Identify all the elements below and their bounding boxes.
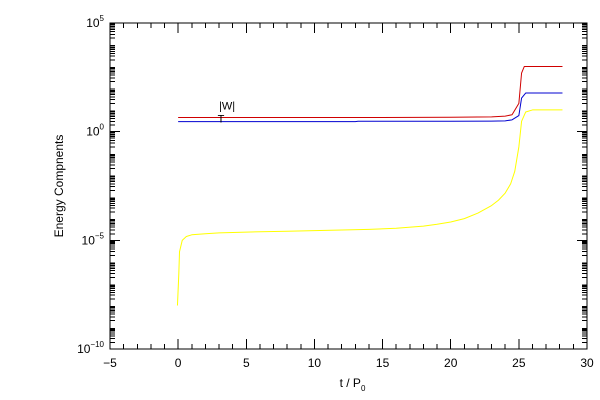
x-tick-label: 25 [512, 356, 526, 370]
series-line [176, 109, 563, 306]
series-line [178, 92, 563, 123]
tick-layer [109, 22, 588, 350]
x-tick-label: 15 [376, 356, 390, 370]
y-tick-label: 10−10 [77, 340, 104, 356]
y-tick-label: 10−5 [82, 231, 105, 247]
y-tick-label: 105 [86, 14, 104, 30]
x-tick-label: −5 [103, 356, 117, 370]
annotation-label: T [218, 114, 225, 126]
series-layer [176, 65, 563, 306]
annotation-label: |W| [219, 100, 235, 112]
x-tick-label: 30 [580, 356, 594, 370]
x-tick-label: 20 [444, 356, 458, 370]
x-tick-label: 0 [175, 356, 182, 370]
annotation-layer: |W| T [218, 100, 235, 125]
x-axis-label: t / P0 [340, 376, 366, 393]
labels-layer: −5 0 5 10 15 20 25 30 10−10 10−5 100 105 t / P0 Energ… [52, 14, 594, 393]
x-tick-label: 5 [243, 356, 250, 370]
y-tick-label: 100 [86, 123, 104, 139]
x-tick-label: 10 [308, 356, 322, 370]
series-line [178, 65, 563, 118]
y-axis-label: Energy Compnents [52, 135, 66, 238]
